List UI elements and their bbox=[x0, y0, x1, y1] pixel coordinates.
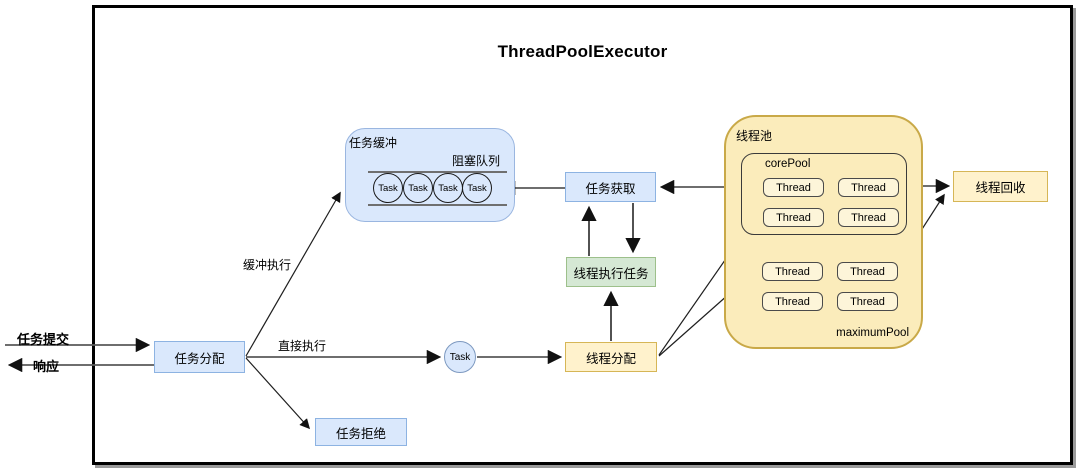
core-pool-group: corePool Thread Thread Thread Thread bbox=[741, 153, 907, 235]
task-buffer-label: 任务缓冲 bbox=[349, 136, 398, 150]
response-label: 响应 bbox=[33, 359, 60, 374]
max-thread-box: Thread bbox=[837, 292, 898, 311]
diagram-title: ThreadPoolExecutor bbox=[497, 42, 668, 61]
max-thread-box: Thread bbox=[762, 292, 823, 311]
blocking-queue-label: 阻塞队列 bbox=[451, 154, 500, 168]
thread-execute-node: 线程执行任务 bbox=[566, 257, 656, 287]
core-pool-label: corePool bbox=[765, 158, 811, 170]
task-submit-label: 任务提交 bbox=[17, 332, 70, 347]
max-thread-box: Thread bbox=[762, 262, 823, 281]
core-thread-box: Thread bbox=[763, 178, 824, 197]
core-thread-box: Thread bbox=[763, 208, 824, 227]
task-buffer-group: 任务缓冲 阻塞队列 Task Task Task Task bbox=[345, 128, 515, 222]
task-dispatch-node: 任务分配 bbox=[154, 341, 245, 373]
task-reject-node: 任务拒绝 bbox=[315, 418, 407, 446]
direct-exec-label: 直接执行 bbox=[278, 339, 327, 353]
thread-pool-group: 线程池 corePool Thread Thread Thread Thread… bbox=[724, 115, 923, 349]
queue-bottom-line bbox=[368, 204, 507, 206]
diagram-frame bbox=[92, 5, 1073, 465]
queue-task-circle: Task bbox=[433, 173, 463, 203]
thread-pool-label: 线程池 bbox=[736, 129, 773, 143]
queue-task-circle: Task bbox=[403, 173, 433, 203]
thread-recycle-node: 线程回收 bbox=[953, 171, 1048, 202]
thread-dispatch-node: 线程分配 bbox=[565, 342, 657, 372]
maximum-pool-label: maximumPool bbox=[836, 327, 909, 339]
task-fetch-node: 任务获取 bbox=[565, 172, 656, 202]
max-thread-box: Thread bbox=[837, 262, 898, 281]
queue-task-circle: Task bbox=[373, 173, 403, 203]
core-thread-box: Thread bbox=[838, 178, 899, 197]
queue-top-line bbox=[368, 171, 507, 173]
core-thread-box: Thread bbox=[838, 208, 899, 227]
queue-task-circle: Task bbox=[462, 173, 492, 203]
task-node: Task bbox=[444, 341, 476, 373]
buffered-exec-label: 缓冲执行 bbox=[243, 258, 292, 272]
